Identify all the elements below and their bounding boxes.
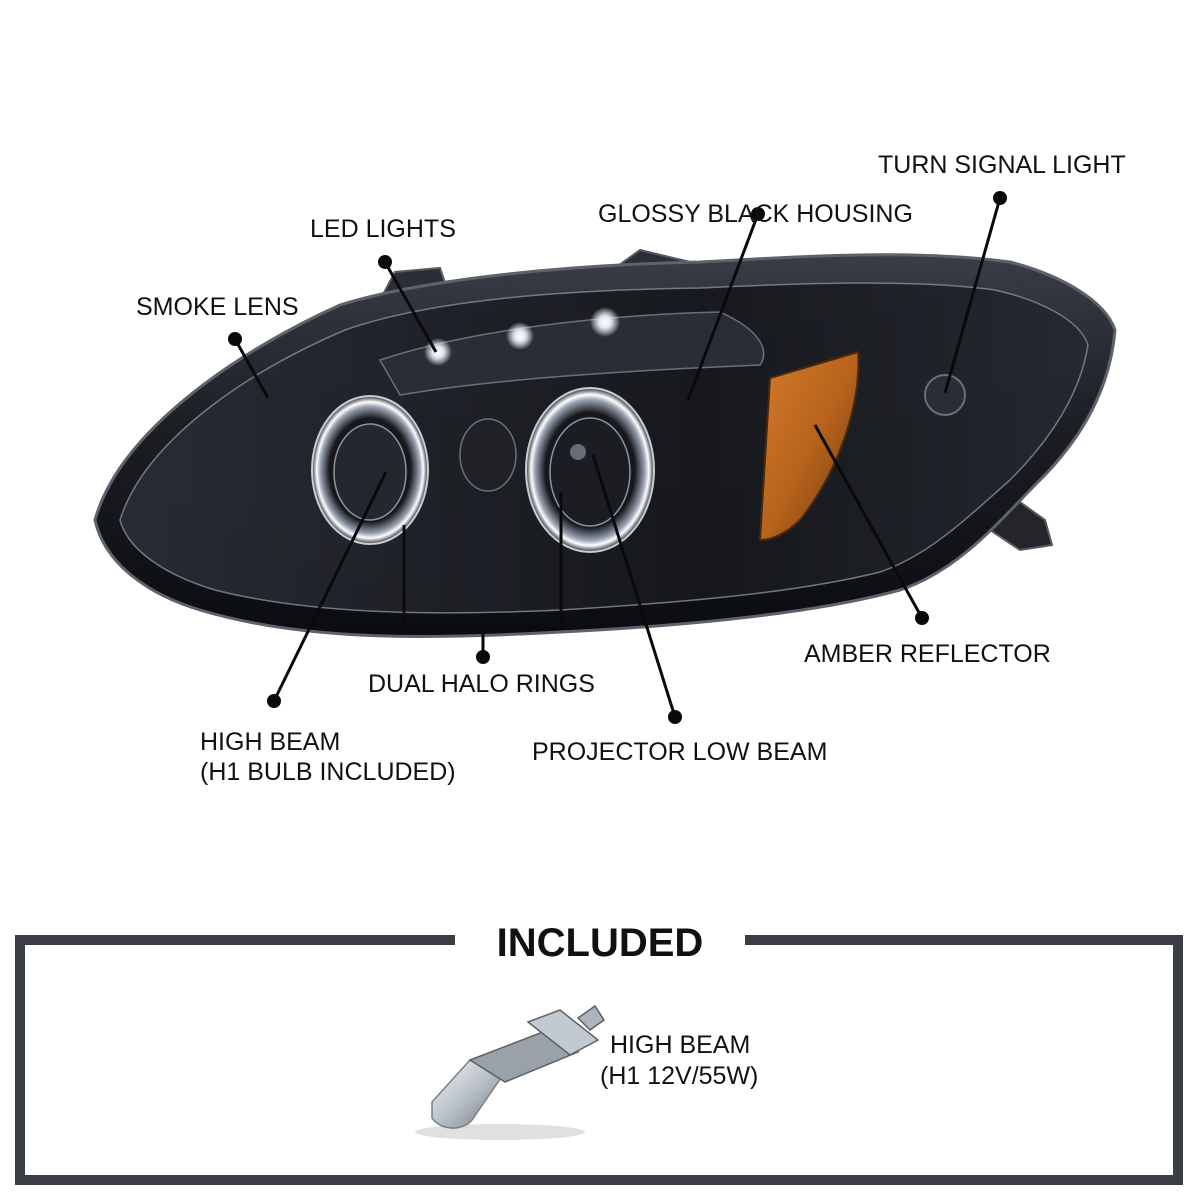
dot-smoke-lens xyxy=(228,332,242,346)
turn-signal-socket xyxy=(924,374,966,416)
headlight-image xyxy=(93,248,1117,639)
amber-reflector-panel xyxy=(758,350,860,542)
label-smoke-lens: SMOKE LENS xyxy=(136,293,299,321)
leader-amber-reflector xyxy=(813,424,924,619)
callouts: TURN SIGNAL LIGHT GLOSSY BLACK HOUSING L… xyxy=(136,151,1126,786)
included-item-spec: (H1 12V/55W) xyxy=(600,1062,758,1090)
led-light xyxy=(590,307,620,337)
leader-projector-low xyxy=(591,454,677,718)
dot-led-lights xyxy=(378,255,392,269)
projector-highlight xyxy=(570,444,586,460)
led-light xyxy=(506,322,534,350)
dot-dual-halo xyxy=(476,650,490,664)
label-led-lights: LED LIGHTS xyxy=(310,215,456,243)
included-section: INCLUDED HIGH BEAM (H1 12V/55W) xyxy=(15,921,1183,1185)
dot-amber-reflector xyxy=(915,611,929,625)
bulb-shadow xyxy=(415,1124,585,1140)
h1-bulb-image xyxy=(415,1004,606,1140)
label-dual-halo: DUAL HALO RINGS xyxy=(368,670,595,698)
leader-led-lights xyxy=(383,261,438,353)
dot-high-beam xyxy=(267,694,281,708)
leader-glossy-housing xyxy=(686,213,760,401)
dot-glossy-housing xyxy=(751,207,765,221)
dot-turn-signal xyxy=(993,191,1007,205)
high-beam-reflector xyxy=(333,423,407,521)
label-high-beam: HIGH BEAM xyxy=(200,728,340,756)
leader-high-beam xyxy=(272,471,388,702)
label-projector-low: PROJECTOR LOW BEAM xyxy=(532,738,827,766)
included-item-name: HIGH BEAM xyxy=(610,1031,750,1059)
projector-lens xyxy=(549,417,631,527)
bulb-terminal xyxy=(576,1004,606,1031)
bulb-glass xyxy=(431,1059,507,1129)
included-title: INCLUDED xyxy=(497,921,704,965)
leader-smoke-lens xyxy=(233,338,270,399)
label-amber-reflector: AMBER REFLECTOR xyxy=(804,640,1051,668)
label-high-beam-note: (H1 BULB INCLUDED) xyxy=(200,758,456,786)
bulb-base xyxy=(468,1029,580,1083)
bulb-flange xyxy=(526,1009,600,1056)
label-turn-signal: TURN SIGNAL LIGHT xyxy=(878,151,1126,179)
leader-turn-signal xyxy=(943,197,1002,394)
dot-projector-low xyxy=(668,710,682,724)
inner-reflector xyxy=(459,418,517,492)
included-frame xyxy=(15,935,1183,1185)
led-light xyxy=(424,338,452,366)
label-glossy-housing: GLOSSY BLACK HOUSING xyxy=(598,200,913,228)
